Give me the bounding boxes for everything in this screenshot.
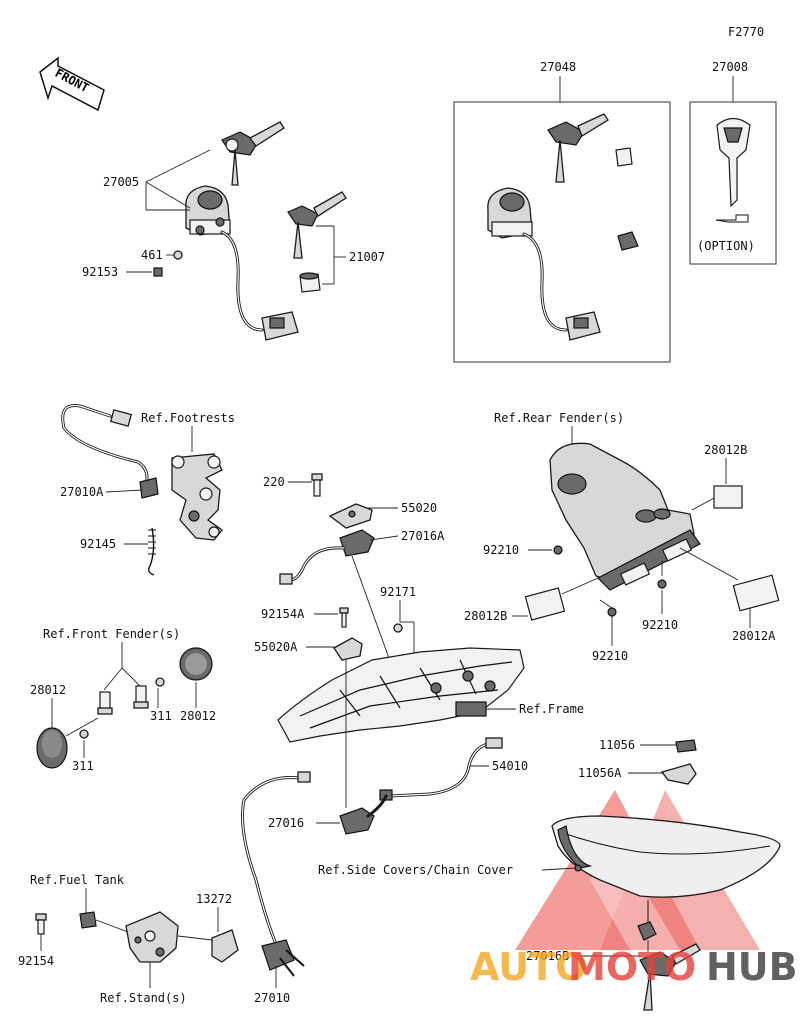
label-11056: 11056: [599, 738, 635, 752]
bolt-220: [311, 473, 323, 497]
watermark-moto: MOTO: [568, 945, 696, 989]
clip-92171: [393, 623, 403, 633]
ignition-switch-27005: [185, 121, 299, 341]
reflector-28012-mid: [179, 647, 213, 681]
label-92210-right: 92210: [642, 618, 678, 632]
washer-311-mid: [155, 677, 165, 687]
bracket-13272: [211, 929, 239, 963]
label-92154: 92154: [18, 954, 54, 968]
label-311-mid: 311: [150, 709, 172, 723]
nut-92210-left: [553, 545, 563, 555]
ref-footrests: Ref.Footrests: [141, 411, 235, 425]
screw-92153: [153, 267, 163, 277]
watermark-hub: HUB: [706, 945, 798, 989]
bracket-11056: [675, 739, 697, 753]
label-27010: 27010: [254, 991, 290, 1005]
label-27016: 27016: [268, 816, 304, 830]
bolt-92154: [35, 913, 47, 935]
label-92145: 92145: [80, 537, 116, 551]
label-27010A: 27010A: [60, 485, 104, 499]
reflector-28012B-left: [524, 587, 566, 621]
label-92210-left: 92210: [483, 543, 519, 557]
cable-54010: [379, 737, 503, 801]
ref-frame: Ref.Frame: [519, 702, 584, 716]
clip-fuel-tank: [79, 911, 97, 929]
label-11056A: 11056A: [578, 766, 622, 780]
side-cover: [551, 815, 781, 898]
sensor-27010A-assembly: [61, 403, 159, 576]
label-28012-left: 28012: [30, 683, 66, 697]
label-28012-mid: 28012: [180, 709, 216, 723]
label-92153: 92153: [82, 265, 118, 279]
label-92171: 92171: [380, 585, 416, 599]
label-27048: 27048: [540, 60, 576, 74]
stand-bracket: [125, 911, 179, 963]
key-set-21007: [287, 191, 347, 293]
bolt-mid-front: [133, 685, 149, 709]
label-27016B: 27016B: [526, 949, 569, 963]
label-220: 220: [263, 475, 285, 489]
ref-side-covers: Ref.Side Covers/Chain Cover: [318, 863, 513, 877]
key-blank-27008: [715, 117, 751, 223]
switch-27016: [339, 794, 388, 835]
bracket-55020: [328, 503, 373, 529]
label-461: 461: [141, 248, 163, 262]
bracket-11056A: [660, 763, 697, 785]
label-21007: 21007: [349, 250, 385, 264]
label-55020A: 55020A: [254, 640, 298, 654]
bolt-left-front: [97, 691, 113, 715]
ref-front-fender: Ref.Front Fender(s): [43, 627, 180, 641]
watermark-auto: AUTO: [470, 945, 587, 989]
rear-frame: [277, 647, 525, 743]
label-28012B-top: 28012B: [704, 443, 747, 457]
reflector-28012A: [732, 574, 780, 612]
label-92210-mid: 92210: [592, 649, 628, 663]
label-55020: 55020: [401, 501, 437, 515]
label-92154A: 92154A: [261, 607, 305, 621]
reflector-28012B-top: [713, 485, 743, 509]
label-27005: 27005: [103, 175, 139, 189]
ref-stand: Ref.Stand(s): [100, 991, 187, 1005]
washer-461: [173, 250, 183, 260]
bracket-55020A: [333, 637, 363, 661]
label-27008: 27008: [712, 60, 748, 74]
option-label: (OPTION): [697, 239, 755, 253]
ref-rear-fender: Ref.Rear Fender(s): [494, 411, 624, 425]
bolt-92154A: [339, 607, 349, 628]
kit-27048-box: [453, 101, 671, 363]
label-311-left: 311: [72, 759, 94, 773]
label-28012B-left: 28012B: [464, 609, 507, 623]
lock-27016B: [637, 900, 701, 1011]
nut-92210-right: [657, 579, 667, 589]
nut-92210-mid: [607, 607, 617, 617]
washer-311-left: [79, 729, 89, 739]
footrest-bracket: [171, 453, 223, 541]
figure-code: F2770: [728, 25, 764, 39]
label-13272: 13272: [196, 892, 232, 906]
watermark-text: AUTO MOTO HUB: [470, 945, 798, 989]
front-arrow: FRONT: [39, 56, 105, 112]
ref-fuel-tank: Ref.Fuel Tank: [30, 873, 125, 887]
kit-27048-contents: [487, 113, 639, 341]
label-27016A: 27016A: [401, 529, 445, 543]
sensor-27010: [241, 771, 311, 977]
label-54010: 54010: [492, 759, 528, 773]
label-28012A: 28012A: [732, 629, 776, 643]
rear-fender: [549, 442, 701, 591]
switch-27016A: [279, 529, 375, 585]
